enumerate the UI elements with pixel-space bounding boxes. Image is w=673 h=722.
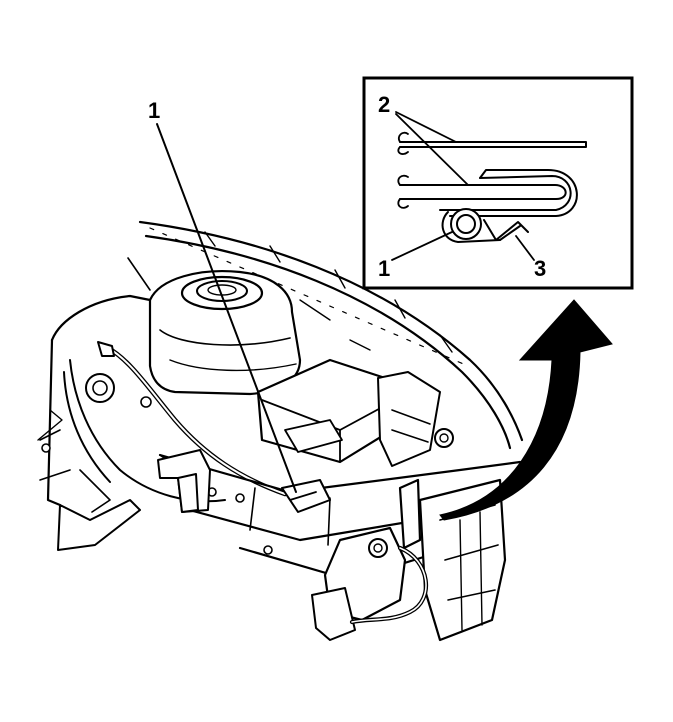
callout-2-leader-b: [395, 113, 469, 186]
callout-1-label: 1: [148, 98, 160, 123]
inset-hose: [441, 208, 501, 243]
engine-compartment-illustration: [37, 220, 524, 642]
callout-2-label: 2: [378, 92, 390, 117]
upper-panel-edge: [397, 131, 587, 155]
washer-hose: [97, 341, 288, 497]
callout-3-label: 3: [534, 256, 546, 281]
callout-inset-1-leader: [391, 231, 453, 261]
strut-tower: [148, 270, 302, 396]
callout-inset-1-label: 1: [378, 256, 390, 281]
callout-1-leader: [156, 123, 297, 493]
detail-arrow: [439, 299, 613, 521]
wheelhouse: [39, 294, 226, 551]
inset-frame: [362, 76, 634, 290]
inset-retainer-clip: [483, 219, 529, 241]
fender-upper-rail: [138, 220, 524, 450]
hose-clip-location: [281, 479, 331, 513]
callout-3-leader: [515, 235, 535, 261]
center-structure: [256, 358, 454, 467]
latch-housing: [311, 526, 429, 641]
background-detail-lines: [37, 257, 371, 441]
callout-2-leader-a: [395, 111, 457, 143]
cross-member: [157, 449, 522, 582]
latch-support: [398, 478, 507, 642]
detail-inset: 2 1 3: [362, 76, 634, 290]
lower-panel-hem: [397, 169, 578, 217]
